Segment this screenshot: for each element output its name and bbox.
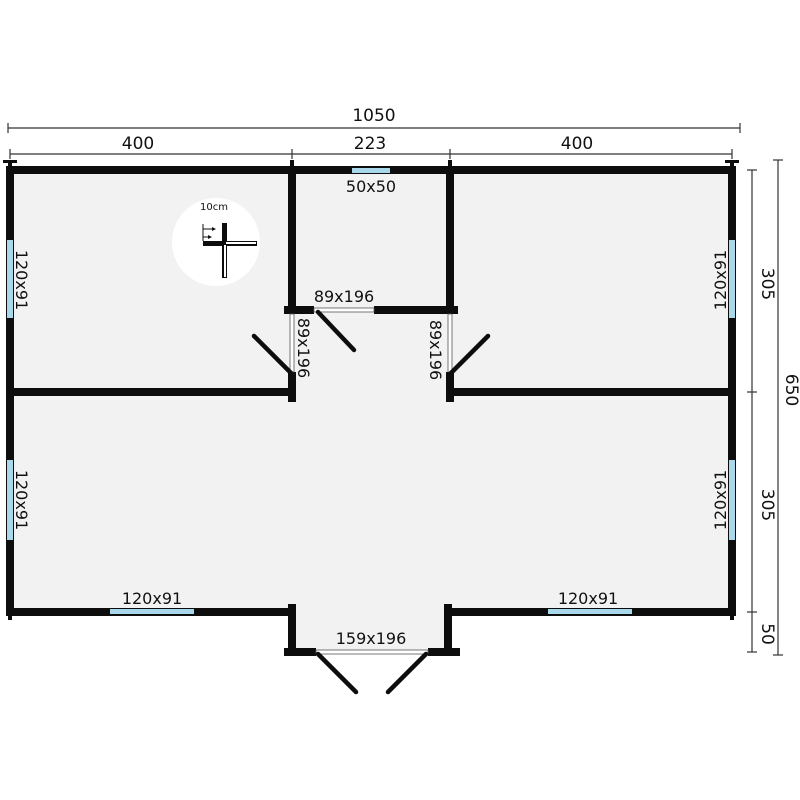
label-left-room-door: 89x196: [294, 318, 313, 378]
label-left-upper-window: 120x91: [12, 250, 31, 310]
log-ends: [3, 160, 739, 620]
wall-thickness-legend: [172, 198, 260, 286]
window-right-lower: [729, 460, 735, 540]
door-leaf-entrance-left: [315, 651, 359, 695]
door-frame-left: [289, 313, 295, 373]
window-left-lower: [7, 460, 13, 540]
window-front-left: [110, 609, 194, 614]
dim-porch-depth: 50: [757, 623, 777, 645]
dim-lower-depth: 305: [757, 489, 777, 521]
label-right-room-door: 89x196: [426, 320, 445, 380]
dim-total-width: 1050: [352, 106, 395, 126]
dim-upper-depth: 305: [757, 268, 777, 300]
dim-right-width: 400: [561, 134, 593, 154]
door-frame-middle: [313, 307, 375, 313]
door-frame-entrance: [315, 649, 429, 655]
door-leaf-entrance-right: [385, 651, 429, 695]
dim-total-depth: 650: [781, 374, 800, 406]
label-front-right-window: 120x91: [558, 589, 618, 608]
door-leaf-left: [251, 333, 295, 377]
dim-left-width: 400: [122, 134, 154, 154]
label-middle-door: 89x196: [314, 287, 374, 306]
window-front-right: [548, 609, 632, 614]
dimension-lines: [7, 123, 783, 656]
door-frame-right: [447, 313, 453, 373]
label-front-left-window: 120x91: [122, 589, 182, 608]
dim-middle-width: 223: [354, 134, 386, 154]
label-right-lower-window: 120x91: [711, 470, 730, 530]
window-left-upper: [7, 240, 13, 318]
label-entrance-door: 159x196: [336, 629, 407, 648]
floor-area: [10, 170, 732, 652]
label-top-window: 50x50: [346, 177, 396, 196]
window-top: [352, 168, 390, 173]
door-leaf-middle: [315, 309, 357, 353]
label-wall-thickness: 10cm: [200, 202, 228, 213]
label-right-upper-window: 120x91: [711, 250, 730, 310]
door-leaf-right: [447, 333, 491, 377]
label-left-lower-window: 120x91: [12, 470, 31, 530]
window-right-upper: [729, 240, 735, 318]
